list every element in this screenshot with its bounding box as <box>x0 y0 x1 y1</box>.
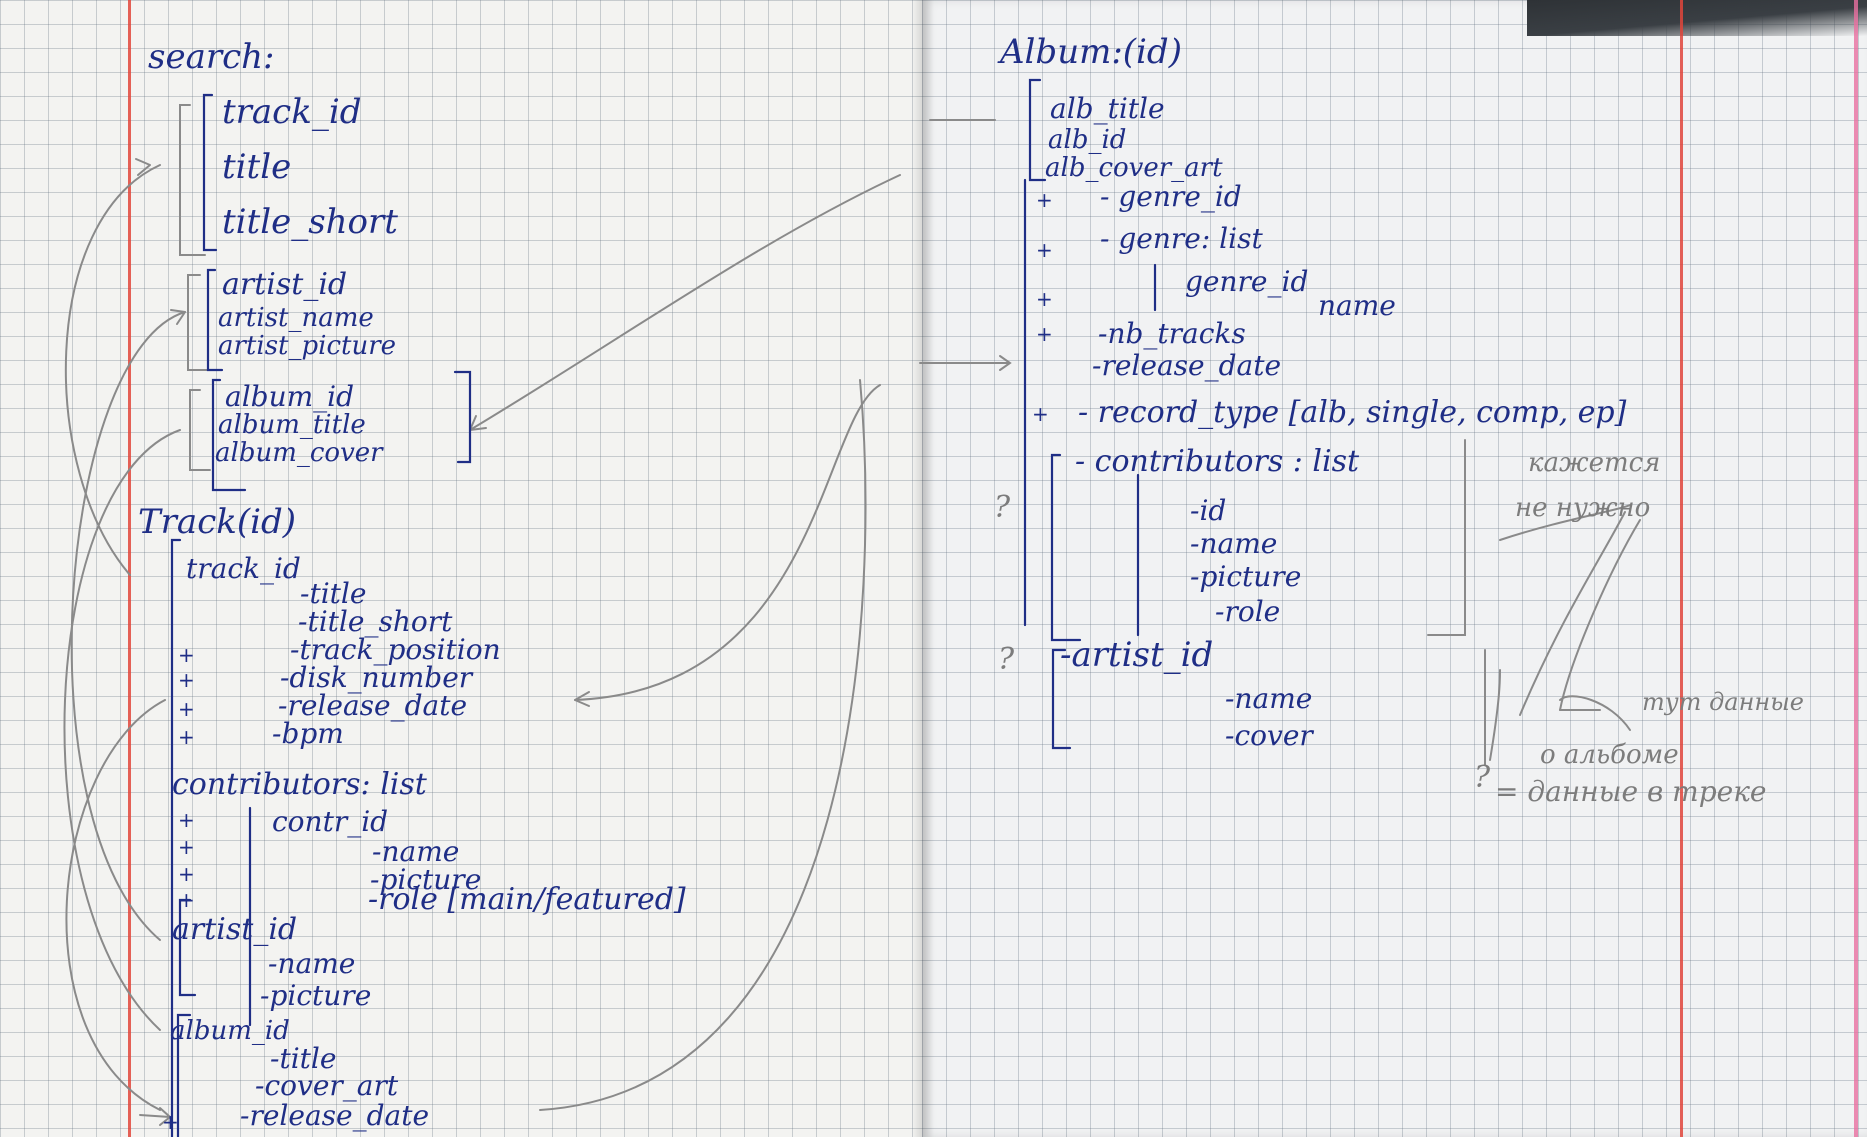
pencil-note-2-line-3: = данные в треке <box>1495 775 1767 808</box>
track-album-cover-art: -cover_art <box>255 1069 399 1102</box>
album-genre-list: - genre: list <box>1100 222 1263 255</box>
album-nb-tracks: -nb_tracks <box>1098 317 1246 350</box>
track-release-date: -release_date <box>278 689 468 722</box>
track-heading: Track(id) <box>138 502 297 542</box>
notebook-right-page <box>922 0 1867 1137</box>
background-object <box>1527 0 1867 36</box>
search-album-id: album_id <box>225 380 355 413</box>
pencil-note-2-line-2: о альбоме <box>1540 740 1679 770</box>
album-record-type: - record_type [alb, single, comp, ep] <box>1078 395 1627 430</box>
search-album-cover: album_cover <box>215 438 383 468</box>
question-mark: ? <box>998 642 1015 677</box>
left-margin-line <box>128 0 131 1137</box>
plus-mark: + <box>178 808 195 832</box>
question-mark: ? <box>1474 760 1491 795</box>
search-track-id: track_id <box>222 92 362 132</box>
plus-mark: + <box>178 725 195 749</box>
track-title-short: -title_short <box>298 605 453 638</box>
album-contributors-heading: - contributors : list <box>1075 444 1360 479</box>
track-album-title: -title <box>270 1042 337 1075</box>
pencil-arrow-release-date <box>574 384 881 701</box>
right-margin-line <box>1680 0 1683 1137</box>
plus-mark: + <box>1036 287 1053 311</box>
plus-mark: + <box>178 888 195 912</box>
album-release-date: -release_date <box>1092 349 1282 382</box>
track-artist-name: -name <box>268 947 356 980</box>
track-album-release-date: -release_date <box>240 1099 430 1132</box>
search-artist-name: artist_name <box>218 303 374 333</box>
album-genre-id: - genre_id <box>1100 180 1242 213</box>
album-contr-picture: -picture <box>1190 560 1302 593</box>
track-artist-picture: -picture <box>260 979 372 1012</box>
page-edge-line <box>1854 0 1858 1137</box>
pencil-note-1-line-1: кажется <box>1528 448 1661 478</box>
track-contr-picture: -picture <box>370 863 482 896</box>
plus-mark: + <box>162 1110 179 1134</box>
pencil-note-2-line-1: тут данные <box>1642 688 1804 716</box>
plus-mark: + <box>1036 238 1053 262</box>
plus-mark: + <box>178 835 195 859</box>
page-fold <box>912 0 934 1137</box>
track-artist-id: artist_id <box>172 912 298 947</box>
album-contr-name: -name <box>1190 527 1278 560</box>
search-heading: search: <box>148 37 275 77</box>
search-title-short: title_short <box>222 202 398 242</box>
track-disk-number: -disk_number <box>280 661 473 694</box>
track-position: -track_position <box>290 633 501 666</box>
track-contributors-heading: contributors: list <box>172 767 427 802</box>
album-alb-title: alb_title <box>1050 92 1165 125</box>
album-artist-id: -artist_id <box>1060 635 1214 675</box>
album-heading: Album:(id) <box>1000 32 1182 72</box>
pencil-arrow-search-album <box>63 429 181 1031</box>
plus-mark: + <box>178 668 195 692</box>
plus-mark: + <box>1036 188 1053 212</box>
pencil-arrow-search-artist <box>70 311 186 941</box>
pencil-arrow-track-link <box>65 699 166 1111</box>
track-album-id: album_id <box>170 1016 290 1046</box>
album-artist-name: -name <box>1225 682 1313 715</box>
album-contr-role: -role <box>1215 595 1281 628</box>
pencil-note-1-line-2: не нужно <box>1515 493 1651 523</box>
plus-mark: + <box>1032 402 1049 426</box>
notebook-left-page <box>0 0 924 1137</box>
plus-mark: + <box>1036 322 1053 346</box>
track-bpm: -bpm <box>272 717 344 750</box>
search-artist-picture: artist_picture <box>218 331 397 361</box>
track-contr-name: -name <box>372 835 460 868</box>
plus-mark: + <box>178 643 195 667</box>
search-title: title <box>222 147 292 187</box>
album-alb-cover-art: alb_cover_art <box>1045 153 1223 183</box>
album-genre-sub-id: genre_id <box>1185 265 1309 298</box>
search-album-title: album_title <box>218 410 366 440</box>
album-genre-sub-name: name <box>1318 289 1396 322</box>
track-id: track_id <box>186 552 301 585</box>
track-contr-id: contr_id <box>272 805 389 838</box>
pencil-arrow-album-to-search <box>469 174 901 431</box>
plus-mark: + <box>178 862 195 886</box>
album-alb-id: alb_id <box>1048 125 1127 155</box>
question-mark: ? <box>994 490 1011 525</box>
plus-mark: + <box>178 697 195 721</box>
pencil-arrow-album-release <box>539 379 867 1111</box>
search-artist-id: artist_id <box>222 267 348 302</box>
track-contr-role: -role [main/featured] <box>368 882 686 917</box>
track-title: -title <box>300 577 367 610</box>
pencil-arrow-right-release <box>919 355 1012 371</box>
album-contr-id: -id <box>1190 494 1227 527</box>
album-artist-cover: -cover <box>1225 719 1313 752</box>
